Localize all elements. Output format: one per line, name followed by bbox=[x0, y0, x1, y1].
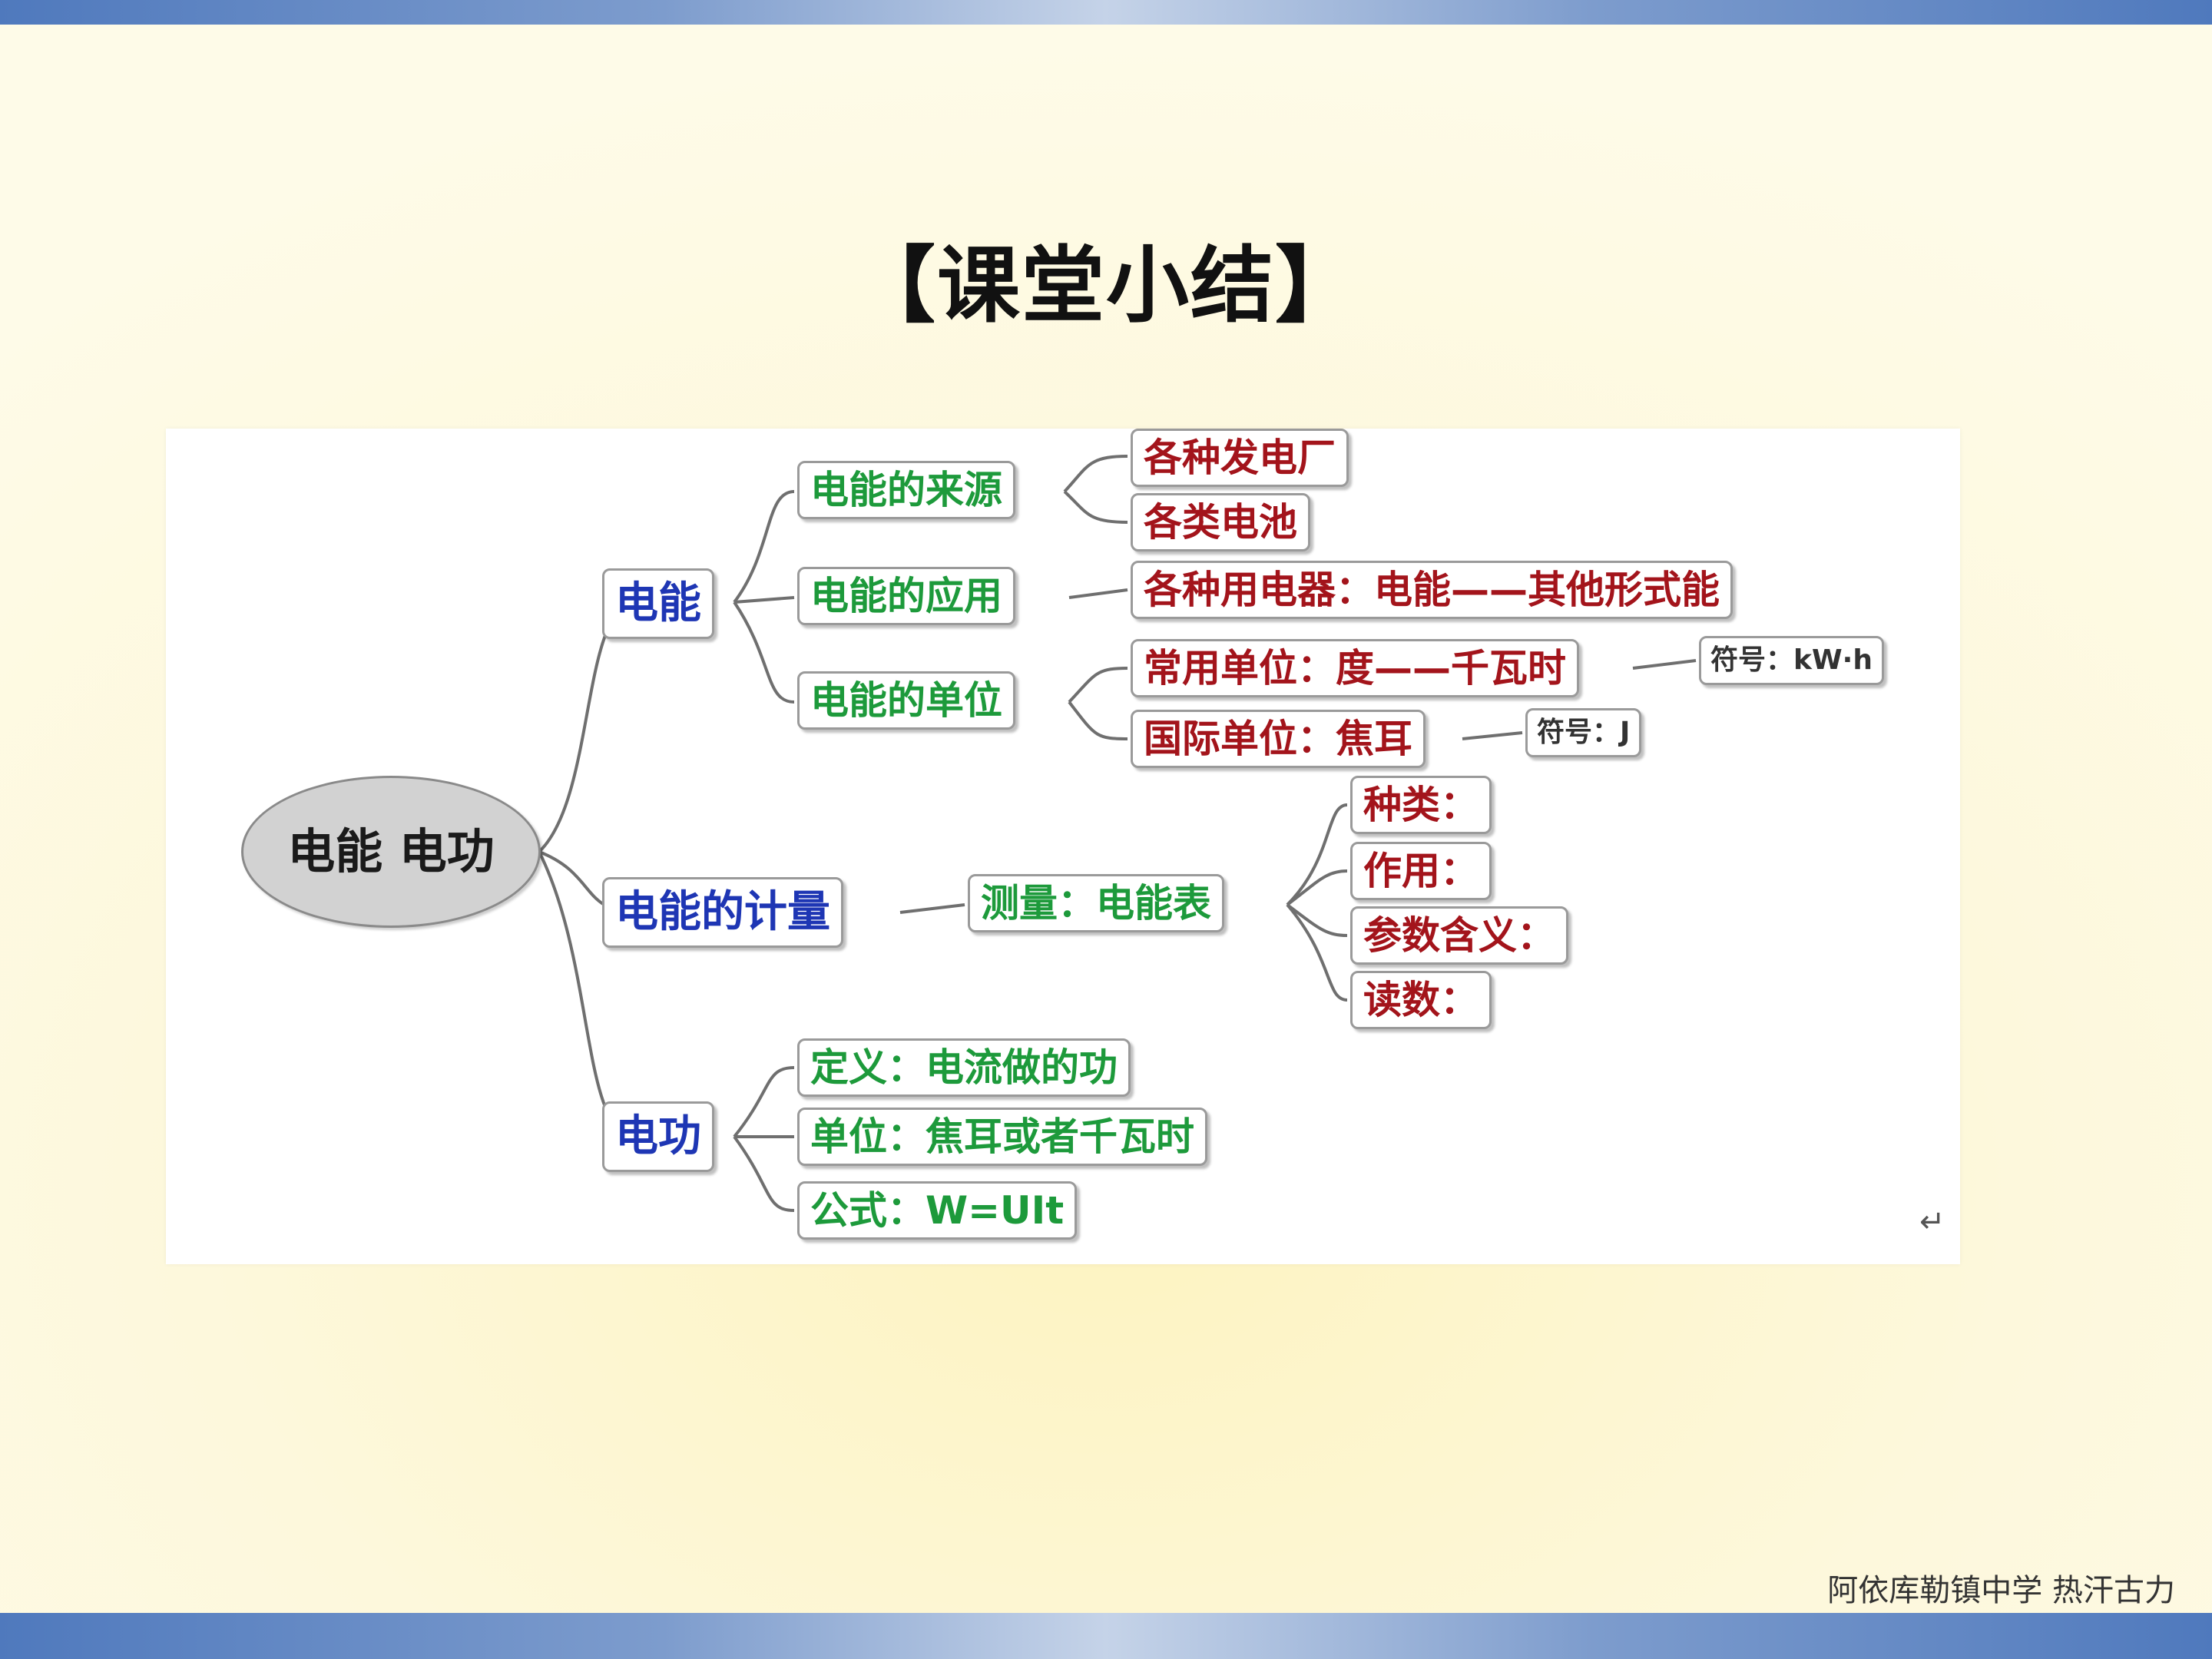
node-batteries: 各类电池 bbox=[1131, 493, 1310, 551]
node-si-unit: 国际单位：焦耳 bbox=[1131, 710, 1426, 768]
node-work-formula: 公式：W=UIt bbox=[797, 1181, 1078, 1240]
connector-work-definition bbox=[733, 1066, 795, 1138]
node-power-plants: 各种发电厂 bbox=[1131, 429, 1349, 487]
return-mark-icon: ↵ bbox=[1919, 1204, 1945, 1240]
root-node: 电能 电功 bbox=[241, 776, 541, 928]
top-band bbox=[0, 0, 2212, 25]
connector-unit-si bbox=[1068, 700, 1128, 740]
node-energy-unit: 电能的单位 bbox=[797, 671, 1015, 730]
connector-metering-measure bbox=[899, 903, 965, 914]
slide-title: 【课堂小结】 bbox=[852, 237, 1359, 334]
node-meter-function: 作用： bbox=[1350, 842, 1492, 900]
connector-energy-source bbox=[733, 490, 795, 604]
node-work-definition: 定义：电流做的功 bbox=[797, 1038, 1131, 1097]
node-energy-source: 电能的来源 bbox=[797, 461, 1015, 519]
node-appliances: 各种用电器：电能——其他形式能 bbox=[1131, 561, 1733, 619]
bottom-band bbox=[0, 1613, 2212, 1659]
connector-source-plant bbox=[1063, 455, 1128, 493]
connector-measure-function bbox=[1286, 869, 1348, 906]
connector-application-appliance bbox=[1068, 588, 1128, 599]
connector-measure-params bbox=[1286, 903, 1348, 937]
connector-si-symbol bbox=[1462, 731, 1523, 740]
node-work-unit: 单位：焦耳或者千瓦时 bbox=[797, 1108, 1207, 1166]
connector-measure-reading bbox=[1286, 903, 1348, 1002]
node-meter-parameters: 参数含义： bbox=[1350, 906, 1568, 965]
connector-lines bbox=[538, 455, 1697, 1212]
footer-credit: 阿依库勒镇中学 热汗古力 bbox=[1827, 1573, 2175, 1608]
node-energy-metering: 电能的计量 bbox=[602, 877, 843, 948]
connector-common-symbol bbox=[1632, 659, 1697, 670]
node-energy-application: 电能的应用 bbox=[797, 567, 1015, 625]
connector-energy-application bbox=[733, 596, 795, 604]
connector-source-battery bbox=[1063, 490, 1128, 524]
node-meter-reading: 读数： bbox=[1350, 971, 1492, 1029]
node-symbol-kwh: 符号：kW·h bbox=[1699, 636, 1884, 685]
node-electric-work: 电功 bbox=[602, 1101, 714, 1172]
node-symbol-j: 符号：J bbox=[1525, 708, 1642, 757]
connector-unit-common bbox=[1068, 667, 1128, 704]
node-common-unit: 常用单位：度——千瓦时 bbox=[1131, 639, 1579, 697]
node-meter-type: 种类： bbox=[1350, 776, 1492, 834]
connector-energy-unit bbox=[733, 601, 795, 704]
connector-work-formula bbox=[733, 1135, 795, 1212]
connector-root-energy bbox=[538, 601, 637, 853]
mindmap-panel: 电能 电功 电能 电能的计量 电功 电能的来源 电能的应用 电能的单位 各种发电… bbox=[166, 429, 1960, 1264]
connector-measure-type bbox=[1286, 803, 1348, 906]
node-electric-energy: 电能 bbox=[602, 568, 714, 639]
node-measurement-meter: 测量：电能表 bbox=[968, 874, 1224, 932]
